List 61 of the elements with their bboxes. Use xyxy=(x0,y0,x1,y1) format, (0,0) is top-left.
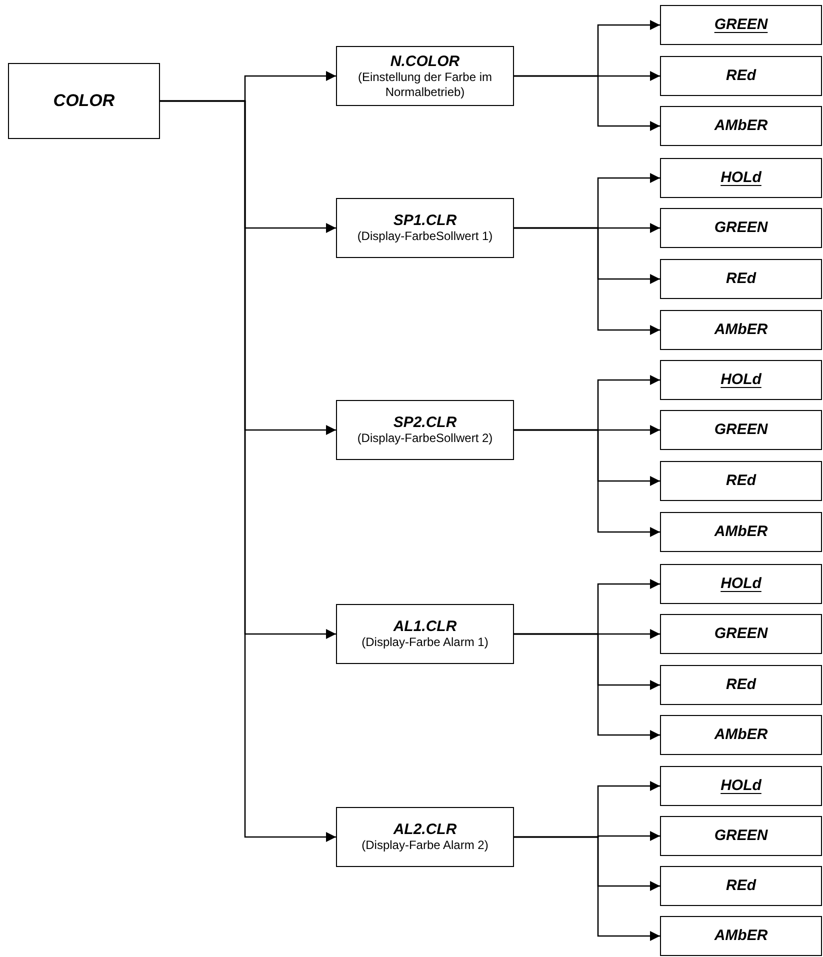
menu-description: (Display-FarbeSollwert 2) xyxy=(356,431,494,446)
menu-box xyxy=(660,866,822,906)
arrow xyxy=(514,633,660,740)
menu-box xyxy=(660,106,822,146)
menu-box xyxy=(660,360,822,400)
menu-box xyxy=(336,604,514,664)
menu-box xyxy=(336,46,514,106)
menu-title: REd xyxy=(726,877,756,895)
menu-title: N.COLOR xyxy=(390,52,460,70)
menu-description: (Display-Farbe Alarm 2) xyxy=(360,838,490,853)
menu-title: HOLd xyxy=(720,575,762,593)
menu-description: (Display-Farbe Alarm 1) xyxy=(360,635,490,650)
menu-title: GREEN xyxy=(714,827,768,845)
menu-title: HOLd xyxy=(720,777,762,795)
menu-title: HOLd xyxy=(720,371,762,389)
menu-title: COLOR xyxy=(53,91,115,111)
menu-title: AL2.CLR xyxy=(393,821,457,838)
menu-title: AMbER xyxy=(714,726,768,744)
menu-box xyxy=(660,461,822,501)
arrow xyxy=(160,100,336,842)
menu-box xyxy=(660,512,822,552)
menu-box xyxy=(8,63,160,139)
menu-box xyxy=(336,807,514,867)
menu-title: SP2.CLR xyxy=(393,414,457,432)
arrow xyxy=(514,75,660,131)
menu-title: GREEN xyxy=(714,16,768,34)
arrow xyxy=(514,836,660,941)
menu-title: REd xyxy=(726,67,756,85)
menu-title: AMbER xyxy=(714,321,768,339)
menu-title: REd xyxy=(726,472,756,490)
menu-box xyxy=(660,614,822,654)
menu-title: GREEN xyxy=(714,421,768,439)
menu-title: REd xyxy=(726,270,756,288)
menu-box xyxy=(660,5,822,45)
menu-title: AL1.CLR xyxy=(393,618,457,636)
menu-box xyxy=(660,564,822,604)
menu-title: AMbER xyxy=(714,117,768,135)
menu-box xyxy=(660,259,822,299)
menu-box xyxy=(660,766,822,806)
menu-box xyxy=(660,665,822,705)
menu-box xyxy=(660,410,822,450)
menu-title: SP1.CLR xyxy=(393,212,457,230)
menu-title: AMbER xyxy=(714,927,768,945)
menu-box xyxy=(660,715,822,755)
menu-title: AMbER xyxy=(714,523,768,541)
menu-box xyxy=(336,400,514,460)
menu-title: GREEN xyxy=(714,219,768,237)
arrow xyxy=(514,429,660,537)
menu-description: (Einstellung der Farbe im Normalbetrieb) xyxy=(356,70,494,100)
arrow xyxy=(514,227,660,335)
menu-description: (Display-FarbeSollwert 1) xyxy=(356,229,494,244)
menu-box xyxy=(660,208,822,248)
menu-title: GREEN xyxy=(714,625,768,643)
menu-title: HOLd xyxy=(720,169,762,187)
menu-title: REd xyxy=(726,676,756,694)
menu-box xyxy=(660,56,822,96)
menu-box xyxy=(336,198,514,258)
menu-box xyxy=(660,816,822,856)
menu-box xyxy=(660,916,822,956)
menu-box xyxy=(660,158,822,198)
menu-box xyxy=(660,310,822,350)
